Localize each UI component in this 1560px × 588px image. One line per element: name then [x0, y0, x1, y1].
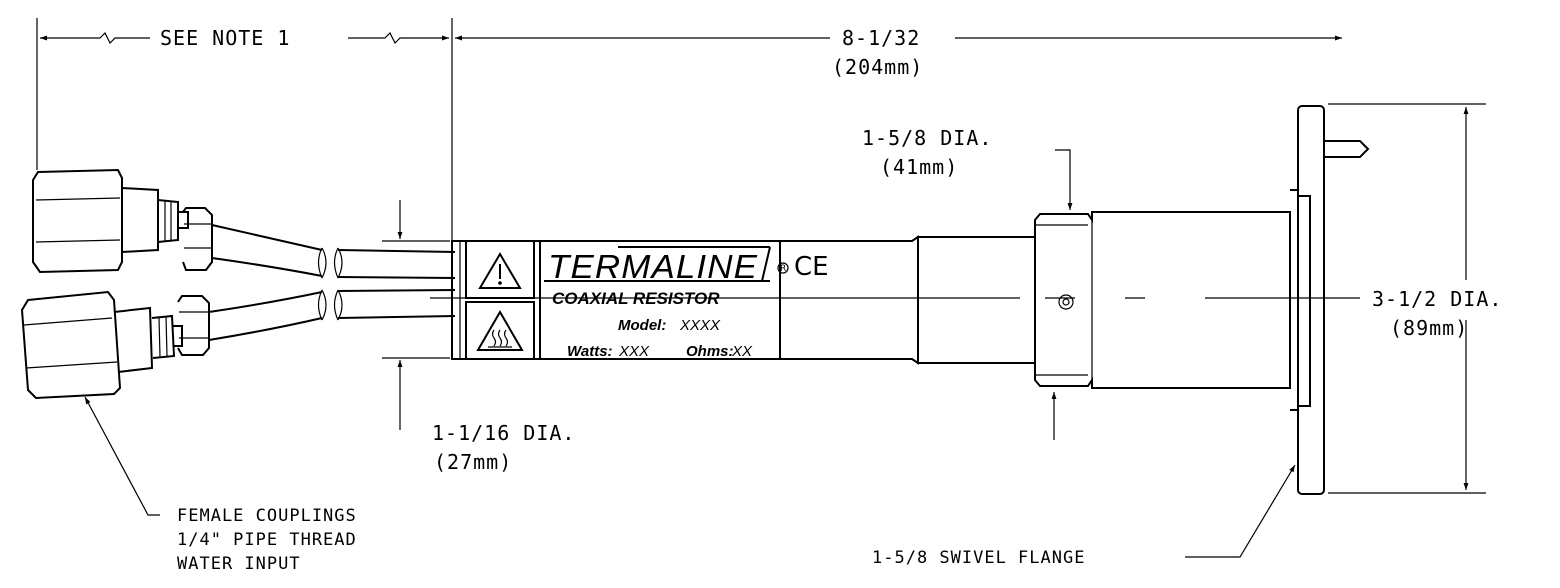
- ce-mark: CE: [794, 252, 829, 282]
- model-label: Model:: [618, 317, 666, 334]
- upper-coupling: [32, 168, 213, 274]
- registered-mark: R: [780, 264, 786, 274]
- product-label: TERMALINE R COAXIAL RESISTOR Model: XXXX…: [539, 240, 789, 360]
- tube-dia-mm-text: (27mm): [434, 450, 512, 474]
- tube-dia-dimension: 1-1/16 DIA. (27mm): [382, 200, 575, 474]
- model-value: XXXX: [679, 317, 721, 334]
- hose-length-dimension: SEE NOTE 1: [36, 18, 453, 250]
- body-dia-mm-text: (41mm): [880, 155, 958, 179]
- ohms-value: XX: [731, 343, 753, 360]
- overall-length-in-text: 8-1/32: [842, 26, 920, 50]
- hot-surface-icon: [465, 301, 535, 360]
- couplings-line1: FEMALE COUPLINGS: [177, 506, 357, 526]
- brand-logo: TERMALINE: [548, 248, 758, 285]
- lower-coupling: [20, 290, 210, 400]
- flange-dia-dimension: 3-1/2 DIA. (89mm): [1328, 103, 1502, 494]
- lower-hose: [208, 289, 456, 341]
- couplings-line2: 1/4" PIPE THREAD: [177, 530, 357, 550]
- flange-callout-text: 1-5/8 SWIVEL FLANGE: [872, 548, 1085, 568]
- ohms-label: Ohms:: [686, 343, 734, 360]
- overall-length-dimension: 8-1/32 (204mm): [455, 26, 1342, 79]
- hose-length-text: SEE NOTE 1: [160, 26, 290, 50]
- flange-dia-in-text: 3-1/2 DIA.: [1372, 287, 1502, 311]
- watts-label: Watts:: [567, 343, 613, 360]
- warning-triangle-icon: [465, 240, 535, 299]
- body-connector: [917, 211, 1291, 389]
- tube-dia-in-text: 1-1/16 DIA.: [432, 421, 575, 445]
- body-dia-dimension: 1-5/8 DIA. (41mm): [862, 126, 1073, 440]
- body-dia-in-text: 1-5/8 DIA.: [862, 126, 992, 150]
- overall-length-mm-text: (204mm): [832, 55, 923, 79]
- flange-dia-mm-text: (89mm): [1390, 316, 1468, 340]
- upper-hose: [211, 224, 456, 279]
- couplings-callout: FEMALE COUPLINGS 1/4" PIPE THREAD WATER …: [84, 396, 357, 574]
- flange-callout: 1-5/8 SWIVEL FLANGE: [872, 464, 1296, 568]
- couplings-line3: WATER INPUT: [177, 554, 301, 574]
- swivel-flange: [1290, 105, 1370, 495]
- watts-value: XXX: [618, 343, 650, 360]
